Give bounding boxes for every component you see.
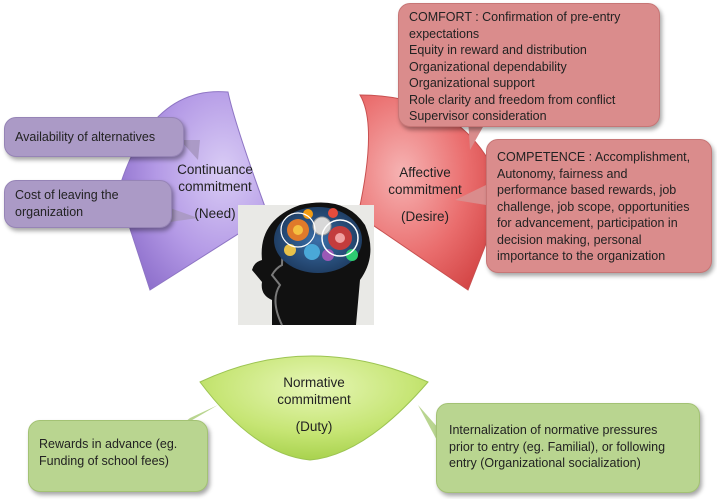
continuance-tag: (Need) [194, 206, 236, 221]
continuance-label: Continuance commitment (Need) [163, 161, 267, 222]
head-gears-icon [238, 202, 374, 326]
cost-line-2: organization [15, 204, 84, 219]
affective-title-line2: commitment [388, 182, 462, 197]
affective-tag: (Desire) [400, 209, 449, 224]
competence-line-3: performance based rewards, job [497, 183, 677, 197]
internalization-line-1: Internalization of normative pressures [449, 423, 658, 437]
cost-callout-tail [170, 208, 198, 222]
affective-label: Affective commitment (Desire) [371, 164, 479, 225]
comfort-line-5: Organizational support [409, 76, 535, 90]
normative-tag: (Duty) [295, 419, 333, 434]
competence-callout-tail [455, 185, 486, 205]
cost-line-1: Cost of leaving the [15, 188, 119, 202]
continuance-title-line1: Continuance [177, 162, 253, 177]
continuance-title-line2: commitment [178, 179, 252, 194]
normative-title-line2: commitment [277, 392, 351, 407]
competence-line-5: for advancement, participation in [497, 216, 678, 230]
competence-line-1: COMPETENCE : Accomplishment, [497, 150, 691, 164]
comfort-line-3: Equity in reward and distribution [409, 43, 587, 57]
normative-segment [199, 355, 429, 461]
rewards-line-2: Funding of school fees) [39, 453, 169, 468]
normative-label: Normative commitment (Duty) [262, 374, 366, 435]
comfort-line-7: Supervisor consideration [409, 109, 547, 123]
availability-line-1: Availability of alternatives [15, 130, 156, 144]
internalization-line-2: prior to entry (eg. Familial), or follow… [449, 439, 666, 454]
internalization-line-3: entry (Organizational socialization) [449, 456, 641, 470]
availability-callout-tail [180, 140, 200, 160]
affective-segment [357, 94, 506, 291]
competence-line-7: importance to the organization [497, 249, 666, 263]
internalization-callout-tail [418, 405, 440, 446]
comfort-line-6: Role clarity and freedom from conflict [409, 92, 616, 107]
competence-callout: COMPETENCE : Accomplishment, Autonomy, f… [486, 139, 712, 273]
comfort-line-1: COMFORT : Confirmation of pre-entry [409, 10, 621, 24]
competence-line-6: decision making, personal [497, 232, 642, 247]
availability-callout: Availability of alternatives [4, 117, 184, 157]
competence-line-2: Autonomy, fairness and [497, 166, 628, 181]
rewards-line-1: Rewards in advance (eg. [39, 437, 178, 451]
cost-callout: Cost of leaving the organization [4, 180, 172, 228]
comfort-line-2: expectations [409, 26, 480, 41]
rewards-callout: Rewards in advance (eg. Funding of schoo… [28, 420, 208, 492]
normative-title-line1: Normative [283, 375, 345, 390]
competence-line-4: challenge, job scope, opportunities [497, 199, 690, 214]
comfort-callout: COMFORT : Confirmation of pre-entry expe… [398, 3, 660, 127]
internalization-callout: Internalization of normative pressures p… [436, 403, 700, 493]
comfort-line-4: Organizational dependability [409, 59, 567, 74]
affective-title-line1: Affective [399, 165, 451, 180]
